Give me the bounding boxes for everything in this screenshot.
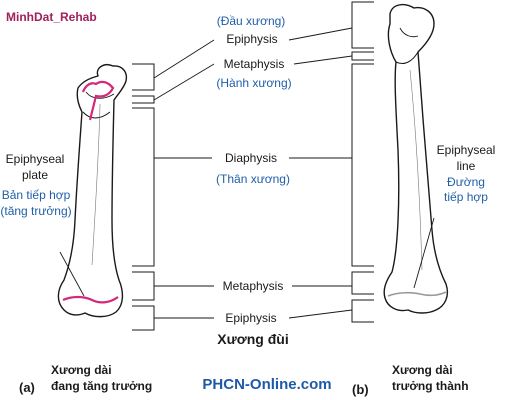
epiphyseal-plate-top [81, 80, 115, 121]
femur-growing [57, 64, 128, 318]
epiphyseal-line-bottom [387, 291, 447, 297]
label-metaphysis-top: Metaphysis [223, 57, 285, 71]
label-epiphyseal-plate-1: Epiphyseal [5, 152, 65, 166]
label-diaphysis: Diaphysis [224, 151, 278, 165]
label-epiphyseal-line-vi-2: tiếp hợp [444, 190, 488, 204]
label-epiphyseal-plate-vi-2: (tăng trưởng) [0, 204, 72, 218]
panel-a-caption-2: đang tăng trưởng [51, 379, 153, 393]
label-epiphyseal-plate-2: plate [21, 168, 49, 182]
leader-lines [59, 27, 435, 319]
femur-mature [383, 3, 449, 314]
label-epiphysis-bottom: Epiphysis [225, 311, 277, 325]
panel-a-letter: (a) [19, 380, 35, 395]
label-diaphysis-vi: (Thân xương) [216, 172, 290, 186]
label-epiphyseal-plate-vi-1: Bản tiếp hợp [1, 188, 71, 202]
panel-a-caption-1: Xương dài [51, 363, 112, 377]
right-brackets [351, 1, 374, 323]
label-epiphyseal-line-2: line [456, 159, 476, 173]
epiphyseal-plate-bottom [62, 295, 119, 304]
panel-b-caption-2: trưởng thành [392, 379, 469, 393]
brand-text: PHCN-Online.com [202, 376, 332, 393]
label-metaphysis-bottom: Metaphysis [222, 279, 284, 293]
left-brackets [132, 63, 155, 331]
label-epiphyseal-line-vi-1: Đường [447, 175, 485, 189]
panel-b-letter: (b) [352, 382, 369, 397]
label-epiphysis-top: Epiphysis [226, 32, 278, 46]
panel-b-caption-1: Xương dài [392, 363, 453, 377]
watermark: MinhDat_Rehab [6, 10, 97, 24]
label-metaphysis-top-vi: (Hành xương) [216, 76, 292, 90]
label-epiphyseal-line-1: Epiphyseal [436, 143, 496, 157]
label-epiphysis-top-vi: (Đầu xương) [216, 14, 286, 28]
diagram-title: Xương đùi [217, 331, 289, 347]
